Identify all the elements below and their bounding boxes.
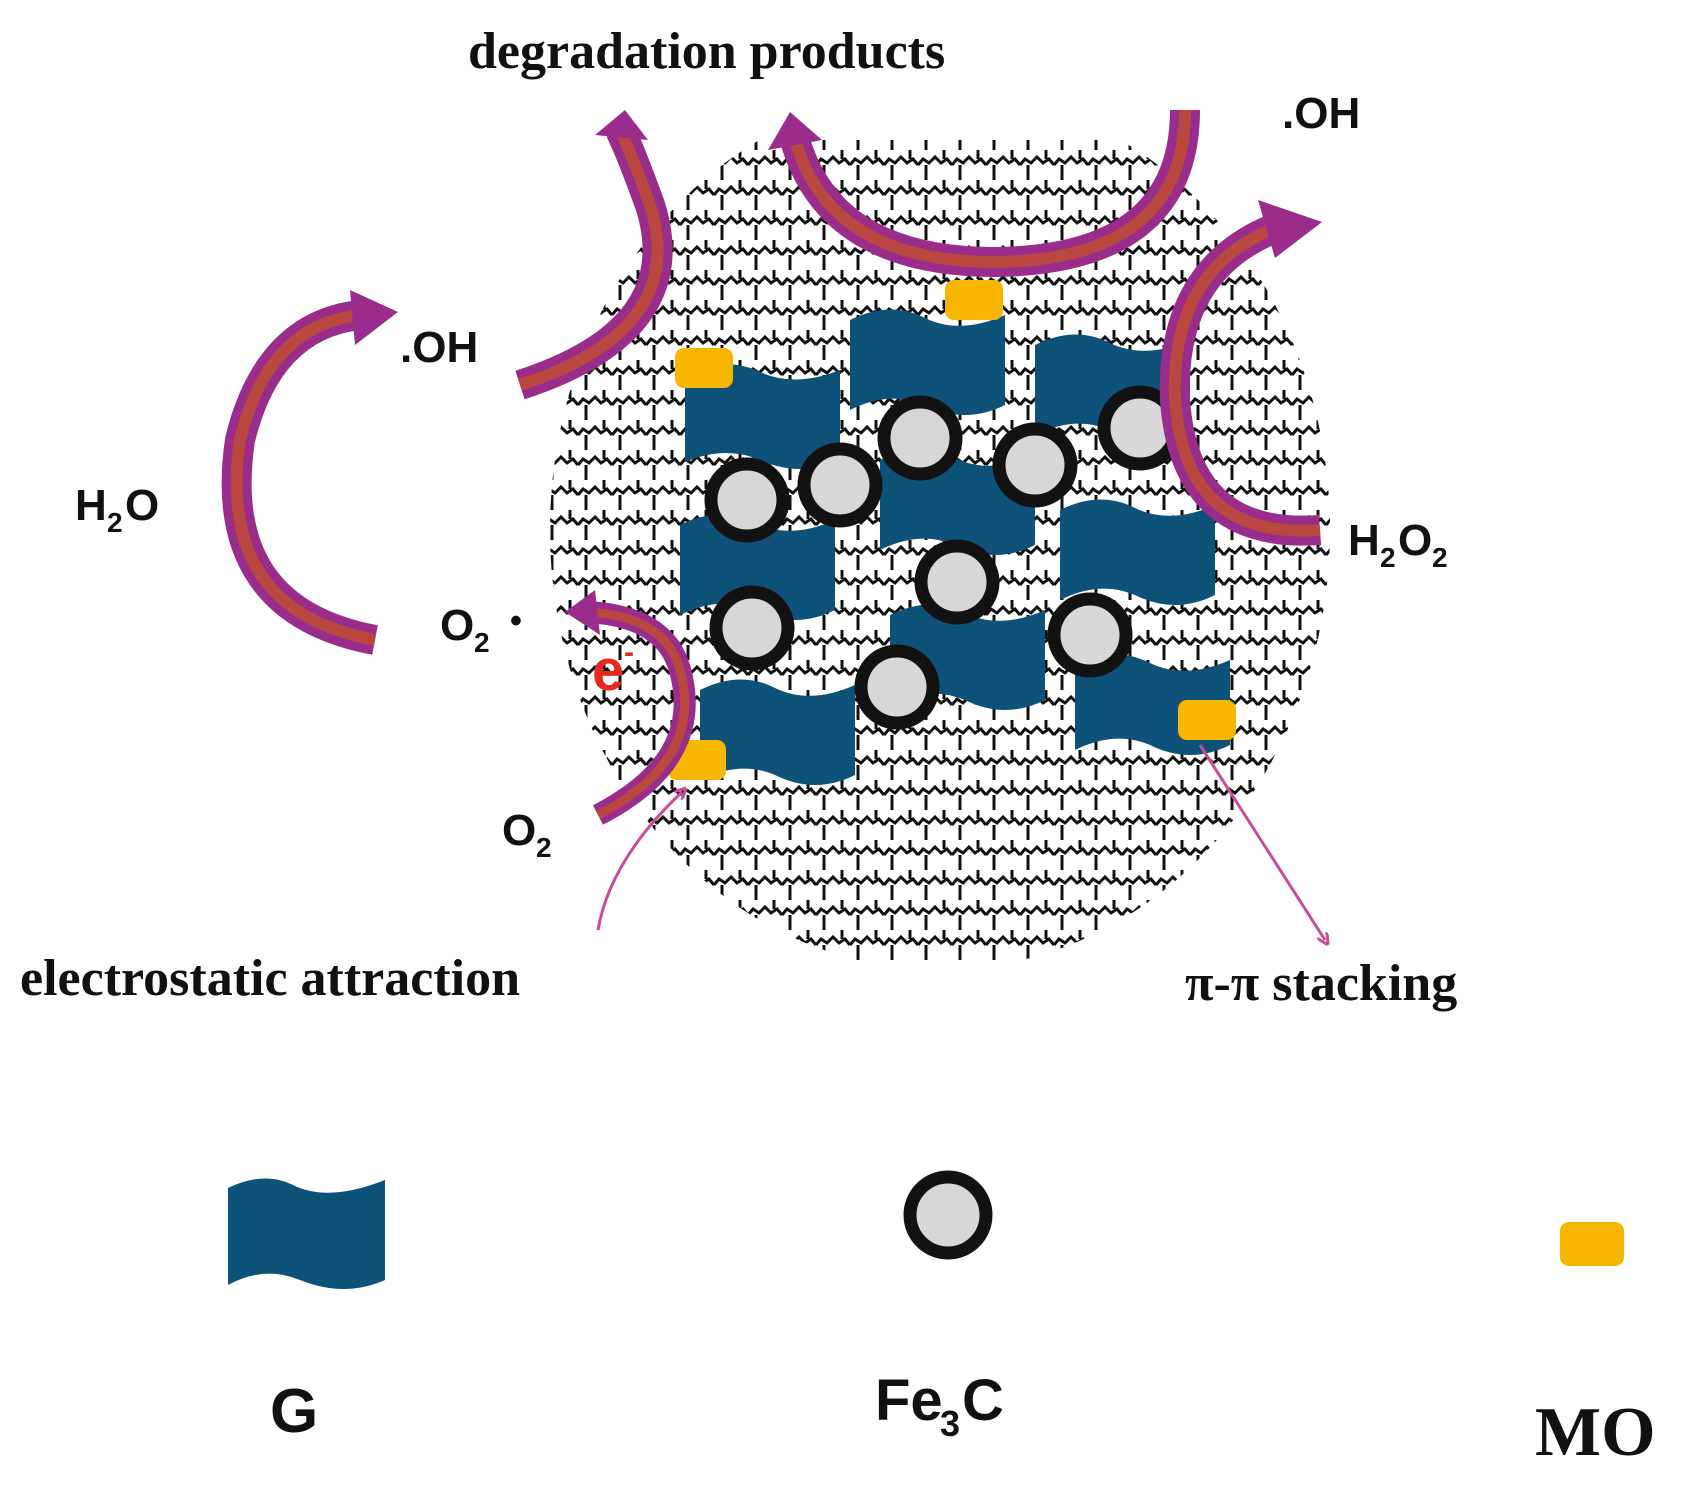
- svg-text:O: O: [125, 481, 159, 530]
- svg-text:O: O: [440, 601, 474, 650]
- svg-text:H: H: [1348, 516, 1380, 565]
- fe3c-particle: [797, 442, 883, 528]
- reaction-arrows: [221, 109, 1322, 825]
- svg-text:Fe: Fe: [875, 1368, 943, 1433]
- mo-molecule: [675, 348, 733, 388]
- graphene-sheet: [850, 309, 1005, 415]
- svg-text:e: e: [592, 638, 624, 703]
- svg-text:•: •: [510, 602, 522, 640]
- svg-text:C: C: [962, 1368, 1004, 1433]
- graphene-sheet: [700, 679, 855, 785]
- legend-mo-label: MO: [1535, 1394, 1656, 1471]
- electrostatic-attraction-label: electrostatic attraction: [20, 950, 520, 1007]
- degradation-products-label: degradation products: [468, 23, 945, 80]
- mo-molecule: [1178, 700, 1236, 740]
- svg-text:2: 2: [1380, 542, 1396, 573]
- svg-text:-: -: [624, 636, 634, 669]
- pi-stacking-label: π-π stacking: [1185, 955, 1457, 1012]
- graphene-sheet: [685, 364, 840, 469]
- fe3c-particle: [854, 644, 940, 730]
- svg-text:2: 2: [1432, 542, 1448, 573]
- fe3c-particles: [704, 385, 1183, 730]
- h2o-to-oh-arrow: [221, 290, 398, 655]
- h2o2-label: H 2 O 2: [1348, 516, 1448, 573]
- fe3c-particle: [1047, 592, 1133, 678]
- legend-g-label: G: [270, 1377, 318, 1446]
- pi-stacking-pointer: [1198, 744, 1325, 940]
- svg-text:2: 2: [474, 627, 490, 658]
- fe3c-particle: [704, 457, 790, 543]
- fe3c-particle: [914, 539, 1000, 625]
- mo-molecule: [945, 280, 1003, 320]
- legend-fe3c-label: Fe 3 C: [875, 1368, 1004, 1444]
- electron-label: e -: [592, 636, 634, 703]
- oh-label-top: .OH: [1282, 89, 1360, 138]
- svg-text:O: O: [502, 806, 536, 855]
- o2-label: O 2: [502, 806, 552, 863]
- svg-text:2: 2: [107, 507, 123, 538]
- legend-mo-swatch: [1560, 1222, 1624, 1266]
- legend-graphene-swatch: [228, 1178, 385, 1289]
- svg-text:H: H: [75, 481, 107, 530]
- h2o-label: H 2 O: [75, 481, 159, 538]
- fe3c-particle: [709, 585, 795, 671]
- superoxide-label: O 2 •: [440, 601, 522, 658]
- degradation-top-arrow: [768, 109, 1200, 278]
- h2o2-to-oh-arrow: [1159, 200, 1322, 546]
- svg-text:O: O: [1398, 516, 1432, 565]
- svg-text:3: 3: [940, 1403, 960, 1444]
- legend-fe3c-swatch: [903, 1170, 993, 1260]
- graphene-sheet: [680, 514, 835, 620]
- o2-to-superoxide-arrow: [565, 590, 696, 825]
- graphene-sheet: [1060, 499, 1215, 605]
- legend: G Fe 3 C MO: [228, 1170, 1656, 1471]
- oh-label-left: .OH: [400, 323, 478, 372]
- degradation-left-arrow: [515, 110, 673, 400]
- pointer-arrows: [596, 744, 1325, 940]
- fe3c-particle: [877, 395, 963, 481]
- svg-text:2: 2: [536, 832, 552, 863]
- fe3c-particle: [992, 422, 1078, 508]
- mo-molecules: [668, 280, 1236, 780]
- electrostatic-pointer: [596, 792, 682, 931]
